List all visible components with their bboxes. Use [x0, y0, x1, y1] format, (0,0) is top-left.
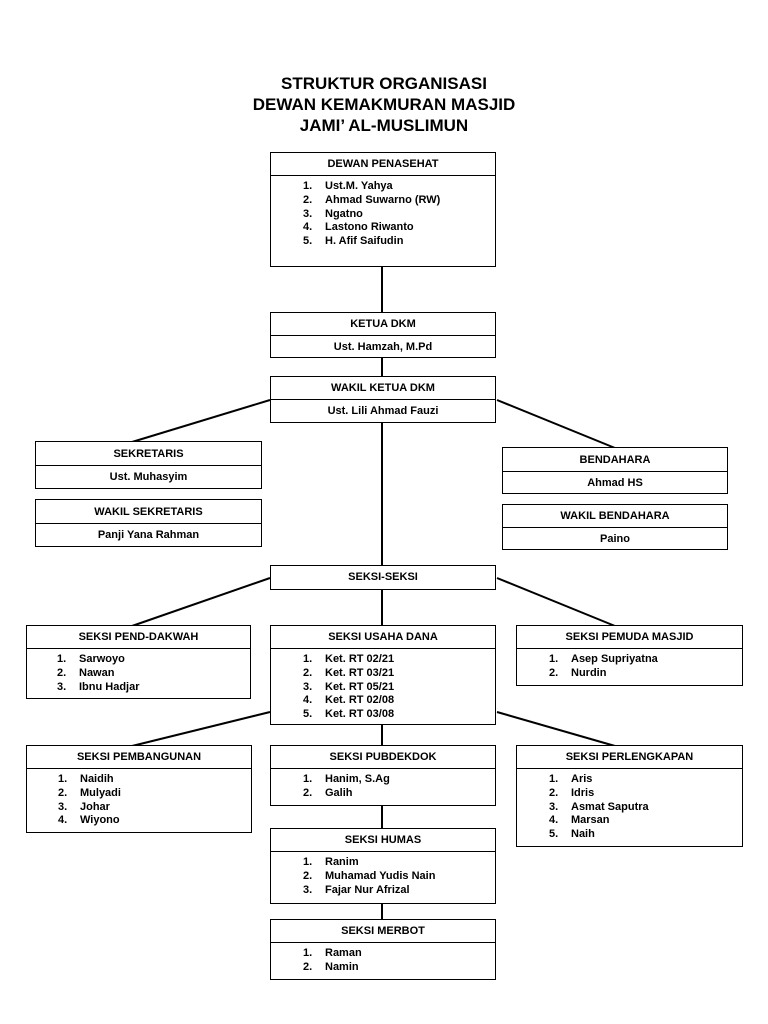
ketua-name: Ust. Hamzah, M.Pd — [333, 340, 433, 353]
list-item: 2.Idris — [549, 786, 595, 799]
sekretaris-label: SEKRETARIS — [36, 442, 261, 466]
line-wakil-bendahara — [496, 399, 616, 449]
list-item: 1.Aris — [549, 773, 593, 785]
sekretaris-name: Ust. Muhasyim — [109, 471, 188, 483]
wakil-sekretaris-label: WAKIL SEKRETARIS — [36, 500, 261, 524]
list-item: 2.Nurdin — [549, 666, 607, 679]
seksi-merbot-list: 1.Raman 2.Namin — [271, 943, 495, 975]
wakil-sekretaris-box: WAKIL SEKRETARIS Panji Yana Rahman — [35, 499, 262, 547]
title-line-1: STRUKTUR ORGANISASI — [281, 74, 487, 93]
list-item: 1.Ranim — [303, 856, 359, 868]
list-item: 1.Hanim, S.Ag — [303, 773, 390, 785]
list-item: 3.Ibnu Hadjar — [57, 680, 140, 693]
bendahara-label: BENDAHARA — [503, 448, 727, 472]
list-item: 1.Asep Supriyatna — [549, 653, 658, 665]
list-item: 2.Mulyadi — [58, 786, 121, 799]
bendahara-name: Ahmad HS — [587, 476, 643, 489]
seksi-humas-list: 1.Ranim 2.Muhamad Yudis Nain 3.Fajar Nur… — [271, 852, 495, 897]
list-item: 1.Sarwoyo — [57, 653, 125, 665]
line-usaha-perlengkapan — [496, 711, 616, 747]
wakil-bendahara-box: WAKIL BENDAHARA Paino — [502, 504, 728, 550]
seksi-pembangunan-list: 1.Naidih 2.Mulyadi 3.Johar 4.Wiyono — [27, 769, 251, 828]
list-item: 1.Raman — [303, 947, 362, 959]
wakil-ketua-label: WAKIL KETUA DKM — [271, 377, 495, 400]
wakil-ketua-name: Ust. Lili Ahmad Fauzi — [327, 405, 439, 417]
list-item: 3.Ngatno — [303, 207, 363, 220]
seksi-perlengkapan-label: SEKSI PERLENGKAPAN — [517, 746, 742, 769]
wakil-bendahara-name: Paino — [600, 532, 630, 545]
list-item: 2.Ahmad Suwarno (RW) — [303, 193, 441, 206]
seksi-pembangunan-label: SEKSI PEMBANGUNAN — [27, 746, 251, 769]
list-item: 4.Lastono Riwanto — [303, 221, 414, 234]
ketua-label: KETUA DKM — [271, 313, 495, 336]
list-item: 5.H. Afif Saifudin — [303, 235, 404, 248]
wakil-sekretaris-name: Panji Yana Rahman — [97, 529, 200, 541]
list-item: 1.Ket. RT 02/21 — [303, 653, 395, 665]
dewan-penasehat-list: 1.Ust.M. Yahya 2.Ahmad Suwarno (RW) 3.Ng… — [271, 176, 495, 249]
seksi-merbot-box: SEKSI MERBOT 1.Raman 2.Namin — [270, 919, 496, 980]
seksi-pubdekdok-label: SEKSI PUBDEKDOK — [271, 746, 495, 769]
seksi-usaha-list: 1.Ket. RT 02/21 2.Ket. RT 03/21 3.Ket. R… — [271, 649, 495, 722]
seksi-dakwah-box: SEKSI PEND-DAKWAH 1.Sarwoyo 2.Nawan 3.Ib… — [26, 625, 251, 699]
list-item: 3.Ket. RT 05/21 — [303, 680, 395, 693]
sekretaris-box: SEKRETARIS Ust. Muhasyim — [35, 441, 262, 489]
list-item: 5.Naih — [549, 828, 595, 841]
seksi-pemuda-list: 1.Asep Supriyatna 2.Nurdin — [517, 649, 742, 681]
seksi-usaha-box: SEKSI USAHA DANA 1.Ket. RT 02/21 2.Ket. … — [270, 625, 496, 725]
line-wakil-sekretaris — [131, 399, 271, 443]
seksi-seksi-label: SEKSI-SEKSI — [348, 571, 418, 583]
seksi-dakwah-list: 1.Sarwoyo 2.Nawan 3.Ibnu Hadjar — [27, 649, 250, 694]
seksi-seksi-box: SEKSI-SEKSI — [270, 565, 496, 590]
seksi-humas-box: SEKSI HUMAS 1.Ranim 2.Muhamad Yudis Nain… — [270, 828, 496, 904]
title-line-3: JAMI’ AL-MUSLIMUN — [299, 116, 469, 135]
seksi-humas-label: SEKSI HUMAS — [271, 829, 495, 852]
dewan-penasehat-label: DEWAN PENASEHAT — [271, 153, 495, 176]
seksi-pemuda-box: SEKSI PEMUDA MASJID 1.Asep Supriyatna 2.… — [516, 625, 743, 686]
seksi-pubdekdok-list: 1.Hanim, S.Ag 2.Galih — [271, 769, 495, 801]
wakil-ketua-box: WAKIL KETUA DKM Ust. Lili Ahmad Fauzi — [270, 376, 496, 423]
ketua-box: KETUA DKM Ust. Hamzah, M.Pd — [270, 312, 496, 358]
list-item: 3.Asmat Saputra — [549, 800, 649, 813]
list-item: 1.Naidih — [58, 773, 114, 785]
list-item: 2.Namin — [303, 960, 359, 973]
line-seksi-dakwah — [131, 577, 271, 627]
line-usaha-pembangunan — [131, 711, 271, 747]
list-item: 2.Galih — [303, 786, 353, 799]
bendahara-box: BENDAHARA Ahmad HS — [502, 447, 728, 494]
title-line-2: DEWAN KEMAKMURAN MASJID — [252, 95, 516, 114]
list-item: 3.Fajar Nur Afrizal — [303, 883, 410, 896]
seksi-pembangunan-box: SEKSI PEMBANGUNAN 1.Naidih 2.Mulyadi 3.J… — [26, 745, 252, 833]
list-item: 4.Marsan — [549, 814, 610, 827]
seksi-merbot-label: SEKSI MERBOT — [271, 920, 495, 943]
seksi-dakwah-label: SEKSI PEND-DAKWAH — [27, 626, 250, 649]
list-item: 1.Ust.M. Yahya — [303, 180, 393, 192]
list-item: 2.Nawan — [57, 666, 115, 679]
line-seksi-pemuda — [496, 577, 616, 627]
seksi-pubdekdok-box: SEKSI PUBDEKDOK 1.Hanim, S.Ag 2.Galih — [270, 745, 496, 806]
list-item: 2.Muhamad Yudis Nain — [303, 869, 436, 882]
seksi-perlengkapan-box: SEKSI PERLENGKAPAN 1.Aris 2.Idris 3.Asma… — [516, 745, 743, 847]
seksi-usaha-label: SEKSI USAHA DANA — [271, 626, 495, 649]
list-item: 5.Ket. RT 03/08 — [303, 708, 395, 721]
list-item: 4.Wiyono — [58, 814, 120, 827]
list-item: 3.Johar — [58, 800, 110, 813]
list-item: 2.Ket. RT 03/21 — [303, 666, 395, 679]
dewan-penasehat-box: DEWAN PENASEHAT 1.Ust.M. Yahya 2.Ahmad S… — [270, 152, 496, 267]
list-item: 4.Ket. RT 02/08 — [303, 694, 395, 707]
seksi-perlengkapan-list: 1.Aris 2.Idris 3.Asmat Saputra 4.Marsan … — [517, 769, 742, 842]
seksi-pemuda-label: SEKSI PEMUDA MASJID — [517, 626, 742, 649]
wakil-bendahara-label: WAKIL BENDAHARA — [503, 505, 727, 528]
